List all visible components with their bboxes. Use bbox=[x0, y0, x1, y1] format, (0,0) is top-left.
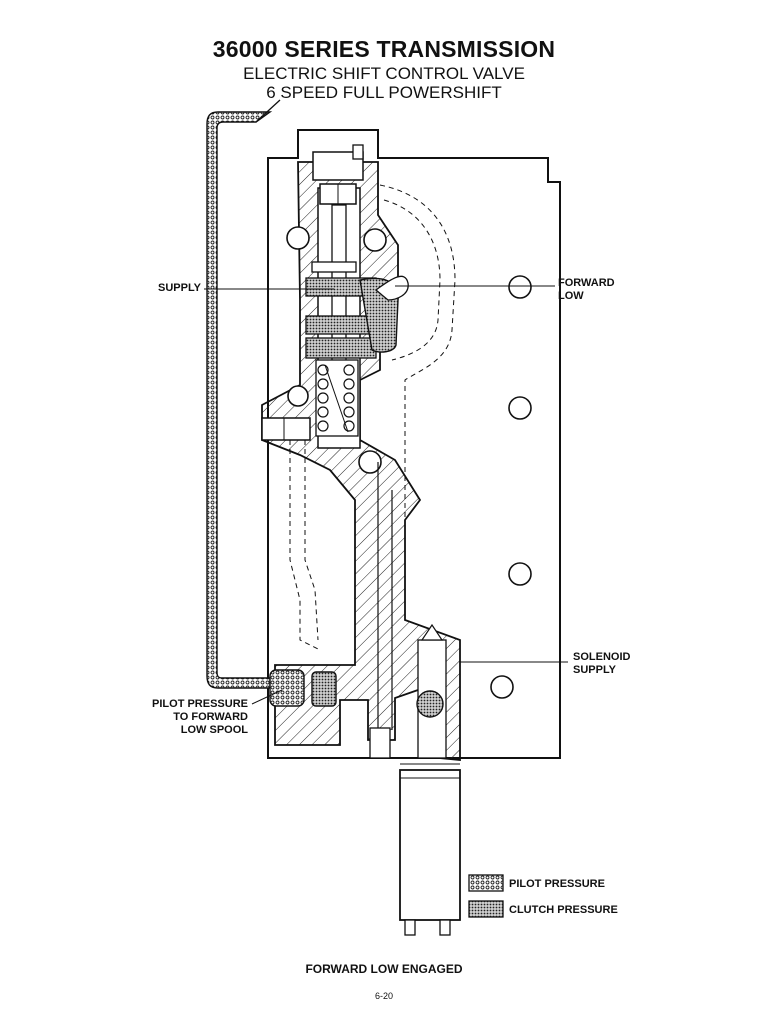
return-spring bbox=[317, 364, 355, 432]
pilot-pressure-plug bbox=[269, 669, 305, 707]
legend-pilot-swatch bbox=[468, 874, 504, 892]
label-pilot-line3: LOW SPOOL bbox=[180, 724, 248, 736]
label-solenoid-supply: SOLENOID SUPPLY bbox=[573, 651, 630, 677]
clutch-pressure-plug bbox=[311, 671, 337, 707]
legend-pilot-label: PILOT PRESSURE bbox=[509, 878, 605, 890]
solenoid-terminal-right bbox=[439, 919, 451, 936]
label-pilot-pressure: PILOT PRESSURE TO FORWARD LOW SPOOL bbox=[120, 698, 248, 737]
check-ball bbox=[416, 690, 444, 718]
pilot-pressure-line bbox=[206, 111, 273, 689]
label-pilot-line2: TO FORWARD bbox=[173, 711, 248, 723]
label-forward-low-line2: LOW bbox=[558, 290, 584, 302]
page-number: 6-20 bbox=[374, 991, 393, 1001]
legend-clutch-label: CLUTCH PRESSURE bbox=[509, 904, 618, 916]
diagram-caption: FORWARD LOW ENGAGED bbox=[305, 962, 463, 976]
solenoid-housing bbox=[399, 769, 461, 921]
page-subtitle-1: ELECTRIC SHIFT CONTROL VALVE bbox=[243, 64, 525, 83]
legend-clutch-swatch bbox=[468, 900, 504, 918]
label-pilot-line1: PILOT PRESSURE bbox=[152, 698, 248, 710]
leader-pilot-pressure bbox=[251, 689, 283, 705]
label-forward-low: FORWARD LOW bbox=[558, 277, 615, 303]
page-title: 36000 SERIES TRANSMISSION bbox=[212, 36, 556, 62]
label-solenoid-line2: SUPPLY bbox=[573, 664, 617, 676]
side-plug bbox=[261, 417, 311, 441]
bolt-holes bbox=[286, 226, 532, 699]
page-subtitle-2: 6 SPEED FULL POWERSHIFT bbox=[266, 83, 502, 102]
label-forward-low-line1: FORWARD bbox=[558, 277, 615, 289]
label-solenoid-line1: SOLENOID bbox=[573, 651, 631, 663]
solenoid-terminal-left bbox=[404, 919, 416, 936]
label-supply: SUPPLY bbox=[158, 282, 202, 294]
